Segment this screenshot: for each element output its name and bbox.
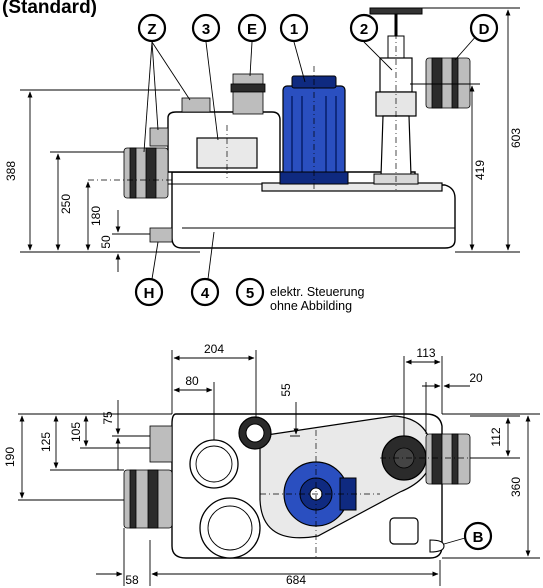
callout-5: 5: [235, 277, 265, 307]
pump-motor: [279, 66, 349, 190]
callout-h: H: [134, 241, 164, 307]
side-inlet-top-small: [149, 425, 173, 463]
dim-112: 112: [489, 427, 503, 446]
dim-55: 55: [279, 383, 293, 397]
dim-603: 603: [509, 128, 523, 148]
drawing-title: (Standard): [2, 0, 97, 18]
inspection-opening: [189, 439, 239, 489]
svg-text:1: 1: [290, 21, 298, 38]
svg-text:H: H: [144, 285, 155, 302]
control-note-line-1: elektr. Steuerung: [270, 285, 365, 299]
vent-connector-ring: [230, 83, 266, 93]
side-view: 388 250 180 50 419 603: [4, 7, 523, 272]
svg-text:4: 4: [201, 285, 210, 302]
callout-z: Z: [137, 13, 167, 43]
callout-d: D: [469, 13, 499, 43]
dim-113: 113: [416, 346, 435, 360]
dim-684: 684: [286, 573, 306, 587]
dim-180: 180: [89, 206, 103, 226]
svg-text:D: D: [479, 21, 490, 38]
dim-20: 20: [469, 371, 483, 385]
callout-4: 4: [190, 231, 220, 307]
dim-75: 75: [101, 411, 115, 425]
control-note-line-2: ohne Abbilding: [270, 299, 352, 313]
dim-360: 360: [509, 477, 523, 497]
top-inlet: [181, 97, 211, 113]
svg-text:B: B: [473, 529, 484, 546]
vent-connector-top: [232, 73, 264, 85]
gate-valve: [369, 7, 423, 190]
svg-text:2: 2: [360, 21, 368, 38]
main-tank-opening: [199, 497, 261, 559]
dim-105: 105: [69, 422, 83, 442]
callout-2: 2: [349, 13, 379, 43]
top-view: 204 80 55 113 20 190 125 105 75: [3, 342, 540, 587]
svg-text:3: 3: [202, 21, 210, 38]
dim-50: 50: [99, 235, 113, 249]
callout-3: 3: [191, 13, 221, 43]
dim-125: 125: [39, 432, 53, 452]
svg-text:5: 5: [246, 285, 254, 302]
callout-e: E: [237, 13, 267, 43]
dim-190: 190: [3, 447, 17, 467]
base-plate: [261, 182, 443, 192]
control-box: [389, 517, 419, 545]
side-inlet-small: [149, 127, 169, 147]
mounting-lug: [429, 539, 445, 553]
vent-connector-body: [232, 91, 264, 115]
valve-handwheel: [369, 7, 423, 15]
dim-204: 204: [204, 342, 224, 356]
svg-text:Z: Z: [147, 21, 156, 38]
callout-b: B: [443, 521, 493, 551]
dim-419: 419: [473, 160, 487, 180]
dim-58: 58: [125, 573, 139, 587]
svg-text:E: E: [247, 21, 257, 38]
dim-80: 80: [185, 374, 199, 388]
drain-port: [149, 227, 173, 243]
dim-388: 388: [4, 161, 18, 181]
callout-1: 1: [279, 13, 309, 43]
dim-250: 250: [59, 194, 73, 214]
